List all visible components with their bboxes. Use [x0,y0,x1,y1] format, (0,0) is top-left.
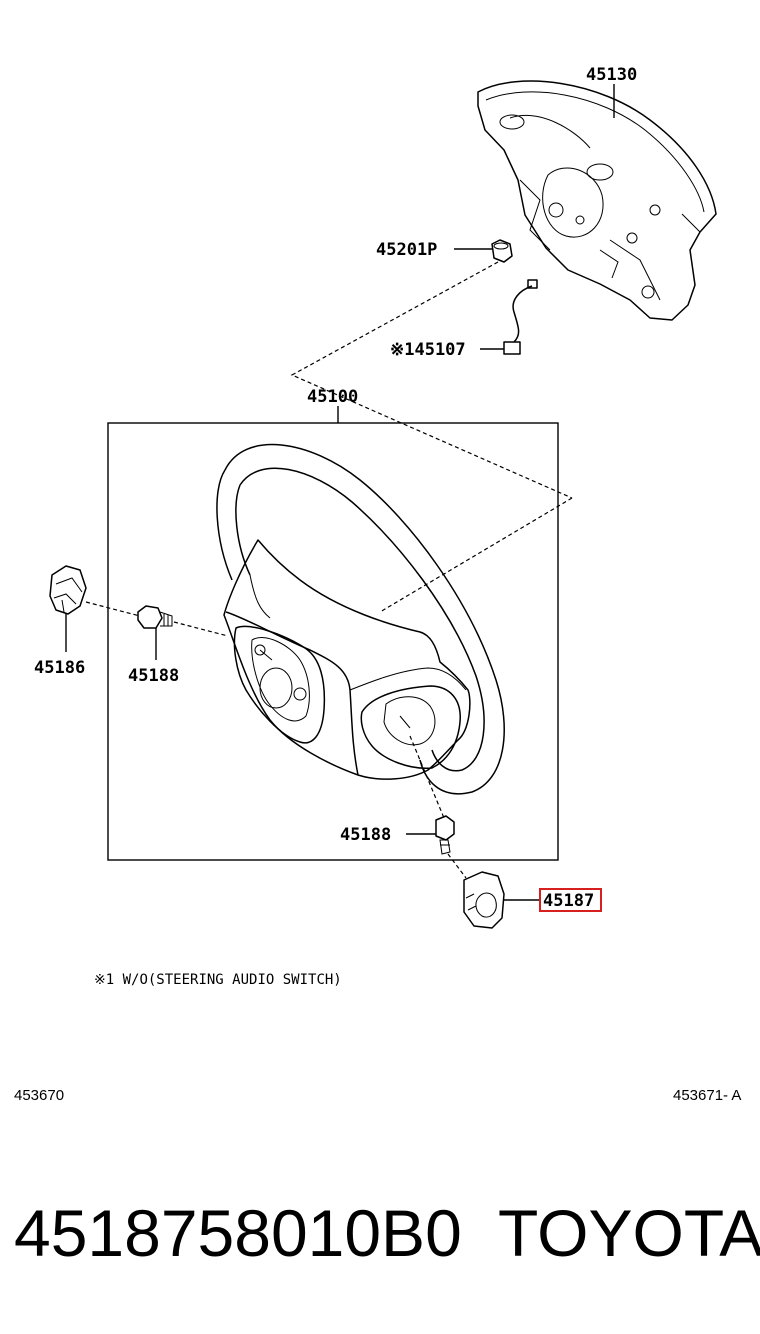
steering-wheel-drawing [216,443,505,795]
ref-left: 453670 [14,1087,64,1104]
left-screw-drawing [137,605,173,629]
label-airbag[interactable]: 45130 [586,65,637,85]
label-wire[interactable]: ※145107 [390,340,466,360]
lower-cover-drawing [463,871,505,929]
highlight-box [539,888,602,912]
label-nut[interactable]: 45201P [376,240,437,260]
label-left-cover[interactable]: 45186 [34,658,85,678]
label-bottom-screw[interactable]: 45188 [340,825,391,845]
assembly-box [107,422,559,861]
airbag-drawing [477,80,717,321]
nut-drawing [491,239,513,263]
label-lower-cover[interactable]: 45187 [543,891,594,911]
ref-right: 453671- A [673,1087,741,1104]
brand: TOYOTA [498,1196,760,1270]
label-left-screw[interactable]: 45188 [128,666,179,686]
left-cover-drawing [49,565,87,615]
footnote: ※1 W/O(STEERING AUDIO SWITCH) [94,972,342,988]
wire-drawing [503,279,538,355]
bottom-screw-drawing [435,815,455,855]
part-number: 4518758010B0 [14,1196,462,1270]
label-wheel-assy[interactable]: 45100 [307,387,358,407]
